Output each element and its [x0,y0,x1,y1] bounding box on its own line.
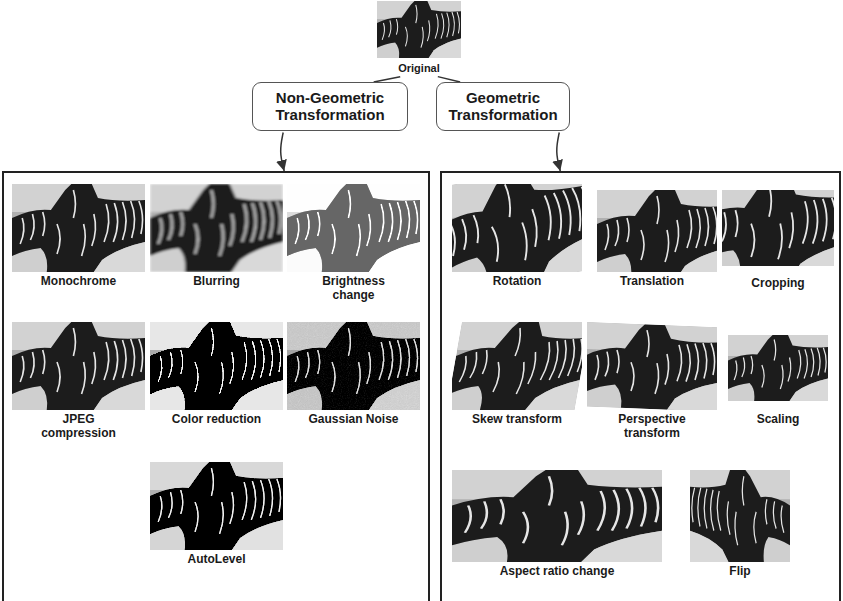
image-tile: Aspect ratio change [452,470,662,579]
zebra-photo [377,1,461,58]
zebra-photo [690,470,790,562]
image-caption: Translation [587,275,717,289]
zebra-photo [150,184,283,272]
image-caption: Cropping [722,277,834,291]
photo-detail [12,322,145,410]
photo-detail [728,335,828,401]
zebra-photo [12,184,145,272]
image-tile: Scaling [722,322,834,427]
image-space [587,322,717,410]
image-caption: Color reduction [150,413,283,427]
image-space [287,184,420,272]
image-caption: AutoLevel [150,553,283,567]
image-space [150,462,283,550]
image-space [452,470,662,562]
zebra-photo [150,462,283,550]
image-caption: Gaussian Noise [287,413,420,427]
zebra-photo [728,335,828,401]
image-tile: Monochrome [12,184,145,289]
image-caption: JPEG compression [34,413,124,441]
image-tile: Cropping [722,184,834,291]
photo-detail [597,190,727,278]
photo-detail [690,470,790,562]
image-space [150,184,283,272]
image-caption: Aspect ratio change [452,565,662,579]
zebra-photo [587,184,727,278]
image-space [287,322,420,410]
image-caption: Skew transform [452,413,582,427]
photo-detail [690,470,790,562]
image-caption: Blurring [150,275,283,289]
image-caption: Rotation [452,275,582,289]
group-panel: Monochrome Blurring Brightness changeJPEG … [2,171,430,601]
image-caption: Scaling [722,413,834,427]
image-space [452,322,582,410]
photo-detail [452,470,662,562]
photo-detail [434,166,600,290]
image-tile: Flip [690,470,790,579]
image-tile: Color reduction [150,322,283,427]
image-tile: Perspective transform [587,322,717,441]
image-tile: AutoLevel [150,462,283,567]
image-caption: Perspective transform [607,413,697,441]
connector [281,133,285,172]
zebra-photo [434,166,600,290]
category-label: Geometric Transformation [443,89,563,124]
image-tile: Brightness change [287,184,420,303]
image-space [12,184,145,272]
photo-detail [150,462,283,550]
zebra-photo [702,179,843,277]
image-tile: JPEG compression [12,322,145,441]
zebra-photo [287,322,420,410]
image-tile: Skew transform [452,322,582,427]
photo-detail [434,166,600,290]
image-space [722,184,834,274]
zebra-photo [150,322,283,410]
connector [557,133,561,172]
category-box: Non-Geometric Transformation [252,82,408,131]
zebra-photo [587,322,717,412]
image-space [452,184,582,272]
image-space [372,1,466,59]
zebra-photo [446,322,590,410]
category-box: Geometric Transformation [436,82,570,131]
photo-detail [287,184,420,272]
image-tile: Translation [587,184,717,289]
photo-detail [446,322,590,410]
category-label: Non-Geometric Transformation [259,89,401,124]
photo-detail [587,322,717,412]
image-space [587,184,717,272]
zebra-photo [12,322,145,410]
photo-detail [12,184,145,272]
image-space [690,470,790,562]
image-tile: Gaussian Noise [287,322,420,427]
photo-detail [150,322,283,410]
image-tile: Blurring [150,184,283,289]
photo-detail [446,322,590,410]
photo-detail [377,1,461,58]
group-panel: Rotation Translation CroppingSkew transfor… [440,171,841,601]
image-space [722,322,834,410]
photo-detail [150,184,283,272]
zebra-photo [287,184,420,272]
photo-detail [287,322,420,410]
image-tile: Rotation [452,184,582,289]
image-tile: Original [372,1,466,75]
image-caption: Flip [690,565,790,579]
image-space [12,322,145,410]
photo-detail [702,179,843,277]
image-space [150,322,283,410]
image-caption: Monochrome [12,275,145,289]
zebra-photo [452,470,662,562]
image-caption: Original [372,62,466,75]
image-caption: Brightness change [309,275,399,303]
